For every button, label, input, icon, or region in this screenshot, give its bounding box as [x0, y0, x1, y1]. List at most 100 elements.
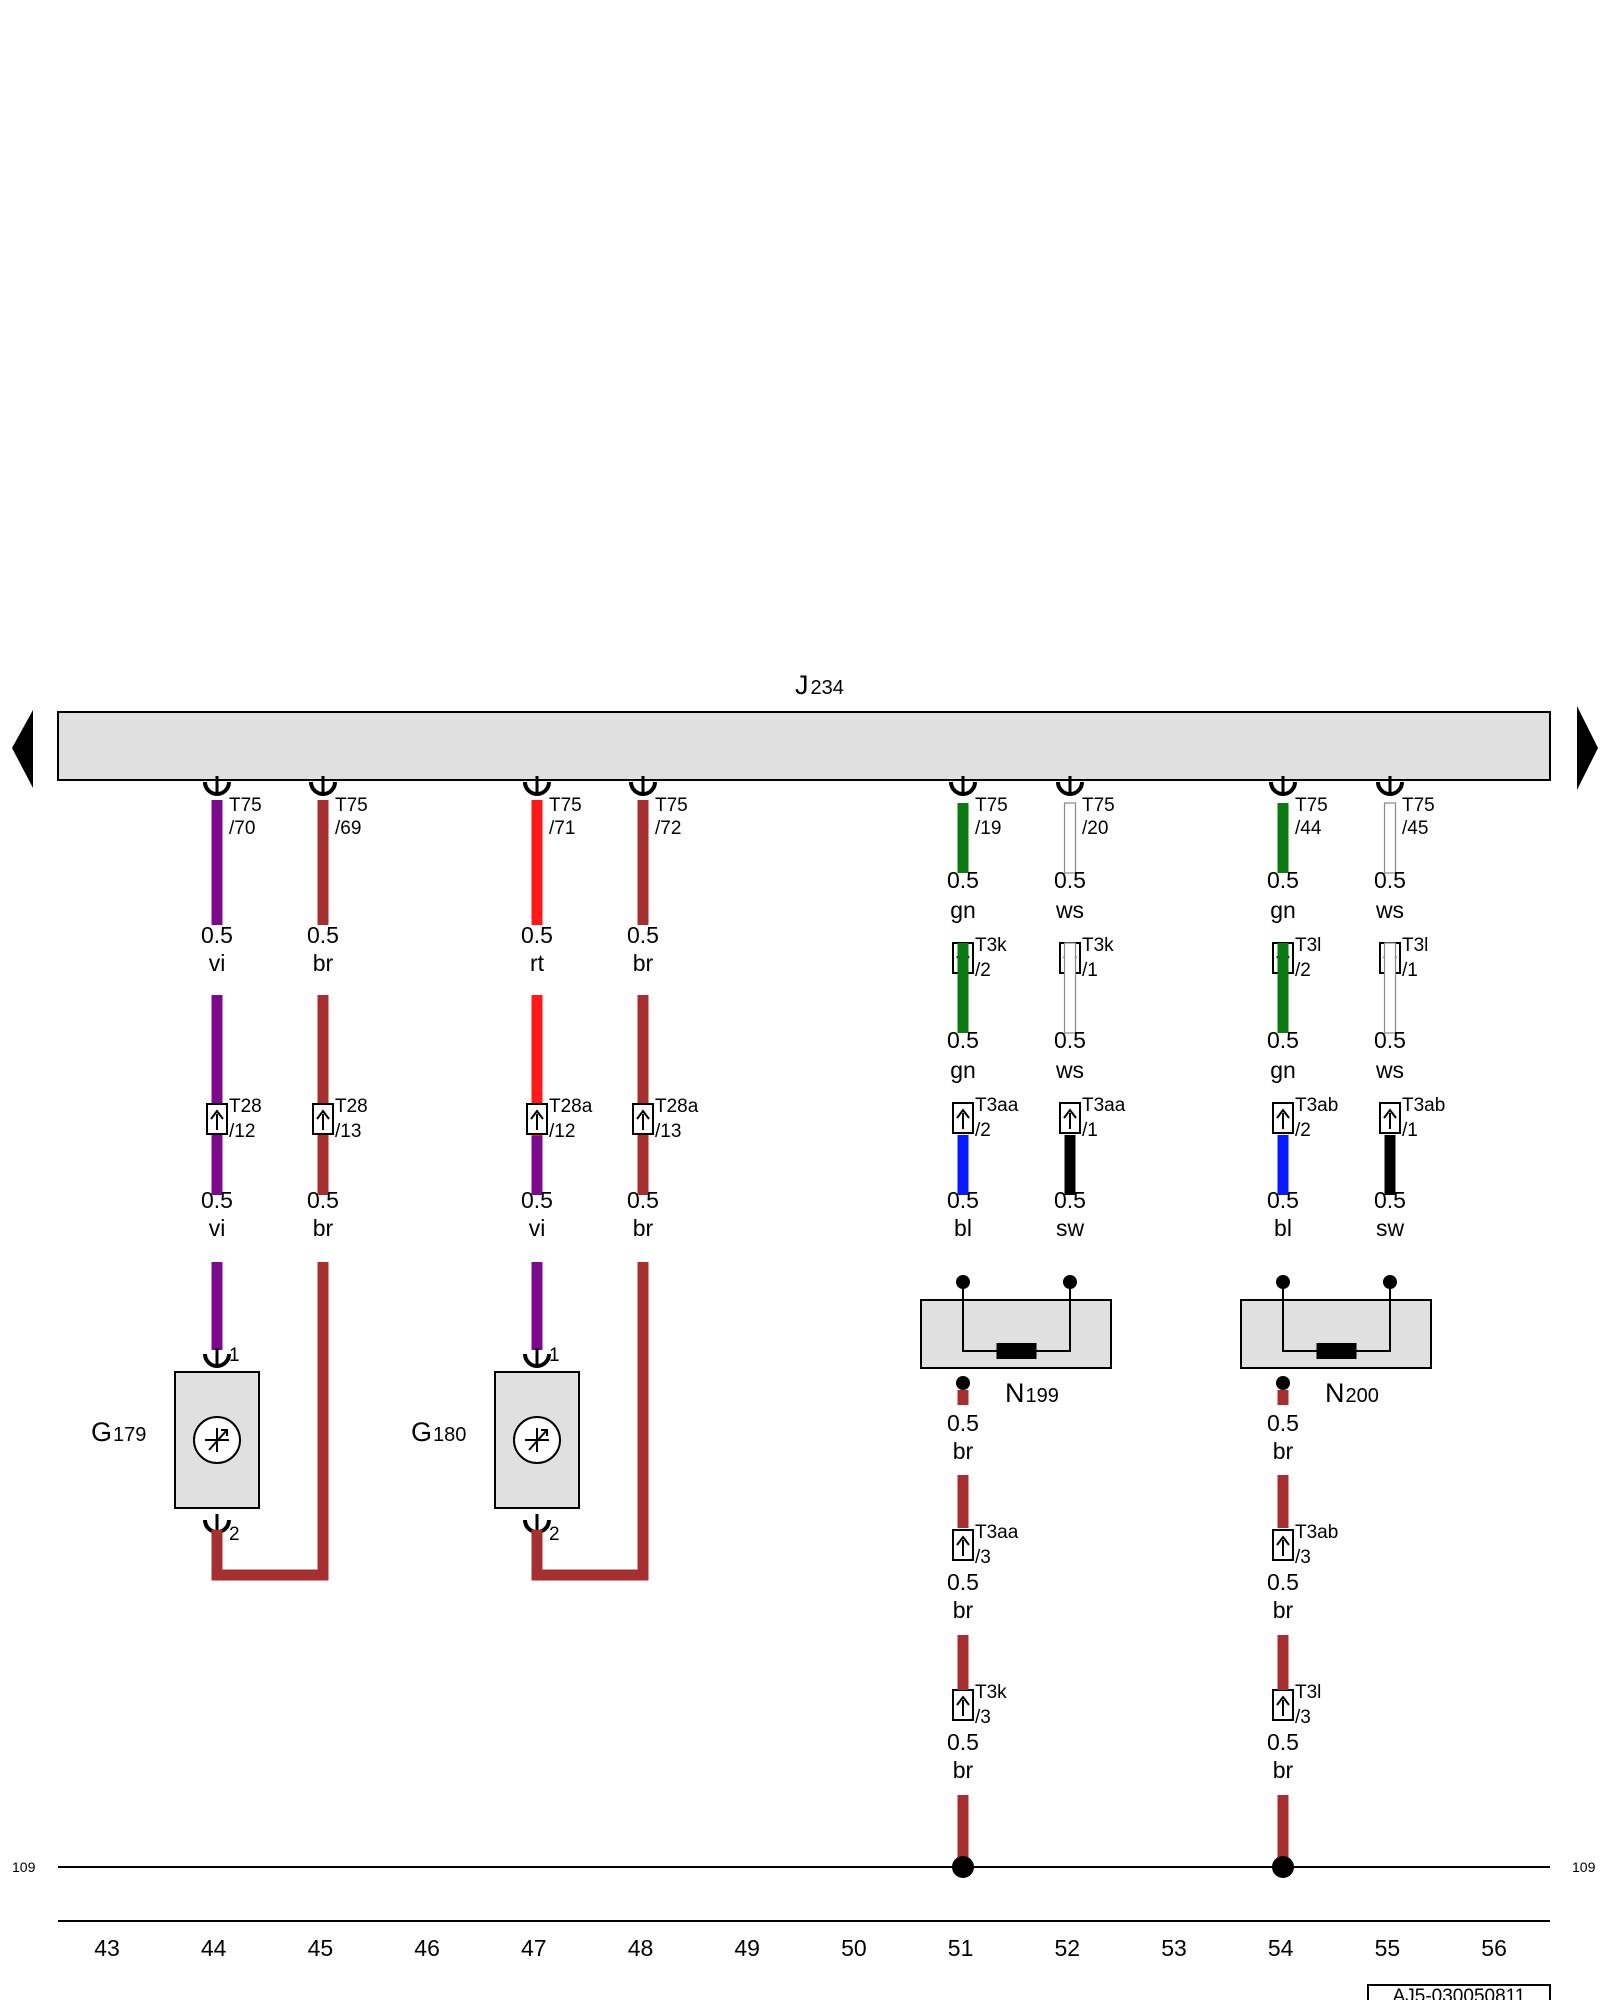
ground-wire-51-seg-1: [957, 1390, 969, 1405]
ground-wire-54-conn-1-pin: /3: [1295, 1547, 1311, 1568]
column-number-56: 56: [1481, 1935, 1507, 1961]
ground-wire-54-conn-2-label: T3l: [1295, 1682, 1321, 1703]
wire-55-seg-3: [1384, 1135, 1396, 1195]
wire-45-pin-number: /69: [335, 818, 361, 839]
wire-54-seg-1: [1277, 803, 1289, 873]
wire-51-spec-3-size: 0.5: [947, 1187, 979, 1213]
wire-47-spec-2-size: 0.5: [521, 1187, 553, 1213]
sensor-G180-return-wire: [531, 1262, 649, 1581]
wire-44-pin-label: T75: [229, 795, 262, 816]
wire-45-seg-1: [317, 800, 329, 925]
wire-48-spec-2-color: br: [633, 1215, 654, 1241]
wire-54-spec-2-size: 0.5: [1267, 1027, 1299, 1053]
sensor-G179-pin-2-label: 2: [229, 1524, 240, 1545]
column-number-55: 55: [1375, 1935, 1401, 1961]
column-number-43: 43: [94, 1935, 120, 1961]
wire-52-seg-3: [1064, 1135, 1076, 1195]
wire-48-pin-label: T75: [655, 795, 688, 816]
wire-45-spec-2-size: 0.5: [307, 1187, 339, 1213]
ground-wire-51-conn-2-symbol: [956, 1695, 970, 1716]
ground-wire-54-spec-3-size: 0.5: [1267, 1729, 1299, 1755]
wire-55-conn-1-label: T3l: [1402, 935, 1428, 956]
wire-54-conn-2-pin: /2: [1295, 1120, 1311, 1141]
sensor-G179-pin-1-label: 1: [229, 1345, 240, 1366]
wire-51-seg-3: [957, 1135, 969, 1195]
wire-48-spec-1-size: 0.5: [627, 922, 659, 948]
wire-52-spec-1-color: ws: [1055, 897, 1084, 923]
wire-55-seg-1: [1383, 802, 1397, 874]
wire-52-pin-hook: [1056, 781, 1084, 796]
wire-44-conn-1-label: T28: [229, 1096, 262, 1117]
sensor-G179-label-letter: G: [91, 1417, 112, 1447]
sensor-G179-label-number: 179: [113, 1424, 146, 1446]
wire-48-seg-1b: [637, 995, 649, 1190]
wire-55-pin-number: /45: [1402, 818, 1428, 839]
ground-wire-51-spec-2-size: 0.5: [947, 1569, 979, 1595]
ground-wire-51-spec-1-color: br: [953, 1438, 974, 1464]
wire-54-pin-number: /44: [1295, 818, 1322, 839]
wire-44-pin-number: /70: [229, 818, 255, 839]
wire-44-seg-1b: [211, 995, 223, 1190]
valve-N199-label: N199: [1005, 1378, 1059, 1408]
wire-47-seg-1b: [531, 995, 543, 1190]
column-number-52: 52: [1055, 1935, 1081, 1961]
ground-wire-51-spec-3-size: 0.5: [947, 1729, 979, 1755]
column-number-48: 48: [628, 1935, 654, 1961]
column-number-54: 54: [1268, 1935, 1294, 1961]
wire-52-conn-2-pin: /1: [1082, 1120, 1098, 1141]
ground-wire-51-conn-2-label: T3k: [975, 1682, 1007, 1703]
wire-52-conn-1-label: T3k: [1082, 935, 1114, 956]
wire-48-pin-hook: [629, 781, 657, 796]
wire-55-pin-label: T75: [1402, 795, 1435, 816]
column-number-53: 53: [1161, 1935, 1187, 1961]
wire-52-conn-1-pin: /1: [1082, 960, 1098, 981]
wire-51-spec-3-color: bl: [954, 1215, 972, 1241]
column-number-49: 49: [734, 1935, 760, 1961]
wire-55-pin-hook: [1376, 781, 1404, 796]
ground-wire-51-conn-1-pin: /3: [975, 1547, 991, 1568]
wire-44-conn-1-pin: /12: [229, 1121, 255, 1142]
wire-44-seg-2: [211, 1136, 223, 1195]
ground-wire-54-spec-1-size: 0.5: [1267, 1410, 1299, 1436]
wire-47-pin-number: /71: [549, 818, 575, 839]
sensor-G180-label-letter: G: [411, 1417, 432, 1447]
ground-wire-54-conn-2-symbol: [1276, 1695, 1290, 1716]
sensor-G180-pin-1-label: 1: [549, 1345, 560, 1366]
sensor-G180-pin-2-label: 2: [549, 1524, 560, 1545]
wire-54-pin-hook: [1269, 781, 1297, 796]
wire-52-conn-2-label: T3aa: [1082, 1095, 1126, 1116]
footer-code-box: [1367, 1984, 1551, 2000]
wire-51-conn-2-symbol: [956, 1108, 970, 1129]
continue-right-arrow: [1577, 706, 1598, 790]
wire-45-conn-1-pin: /13: [335, 1121, 361, 1142]
wire-54-spec-1-size: 0.5: [1267, 867, 1299, 893]
wire-44-pin-hook: [203, 781, 231, 796]
sensor-G179-pin-1-hook: [203, 1353, 231, 1368]
column-number-50: 50: [841, 1935, 867, 1961]
ground-wire-51-spec-1-size: 0.5: [947, 1410, 979, 1436]
wire-44-spec-1-size: 0.5: [201, 922, 233, 948]
wire-51-conn-2-label: T3aa: [975, 1095, 1019, 1116]
ground-wire-51-conn-2-pin: /3: [975, 1707, 991, 1728]
wire-51-pin-number: /19: [975, 818, 1001, 839]
wire-54-pin-label: T75: [1295, 795, 1328, 816]
wire-52-pin-number: /20: [1082, 818, 1108, 839]
ground-wire-51-conn-1-symbol: [956, 1535, 970, 1556]
wire-44-seg-1: [211, 800, 223, 925]
wire-51-spec-2-size: 0.5: [947, 1027, 979, 1053]
ground-wire-54-seg-2b: [1277, 1635, 1289, 1690]
ground-wire-54-seg-1: [1277, 1390, 1289, 1405]
footer-code: AJ5-030050811: [1393, 1986, 1526, 2000]
ground-wire-54-seg-2: [1277, 1475, 1289, 1528]
ground-wire-51-seg-2b: [957, 1635, 969, 1690]
wire-55-conn-2-pin: /1: [1402, 1120, 1418, 1141]
wire-48-spec-2-size: 0.5: [627, 1187, 659, 1213]
column-number-46: 46: [414, 1935, 440, 1961]
ground-ref-left: 109: [12, 1859, 36, 1875]
ground-wire-54-spec-1-color: br: [1273, 1438, 1294, 1464]
wire-47-seg-1: [531, 800, 543, 925]
wire-55-conn-1-pin: /1: [1402, 960, 1418, 981]
ground-wire-51-seg-2: [957, 1475, 969, 1528]
wire-55-spec-2-size: 0.5: [1374, 1027, 1406, 1053]
